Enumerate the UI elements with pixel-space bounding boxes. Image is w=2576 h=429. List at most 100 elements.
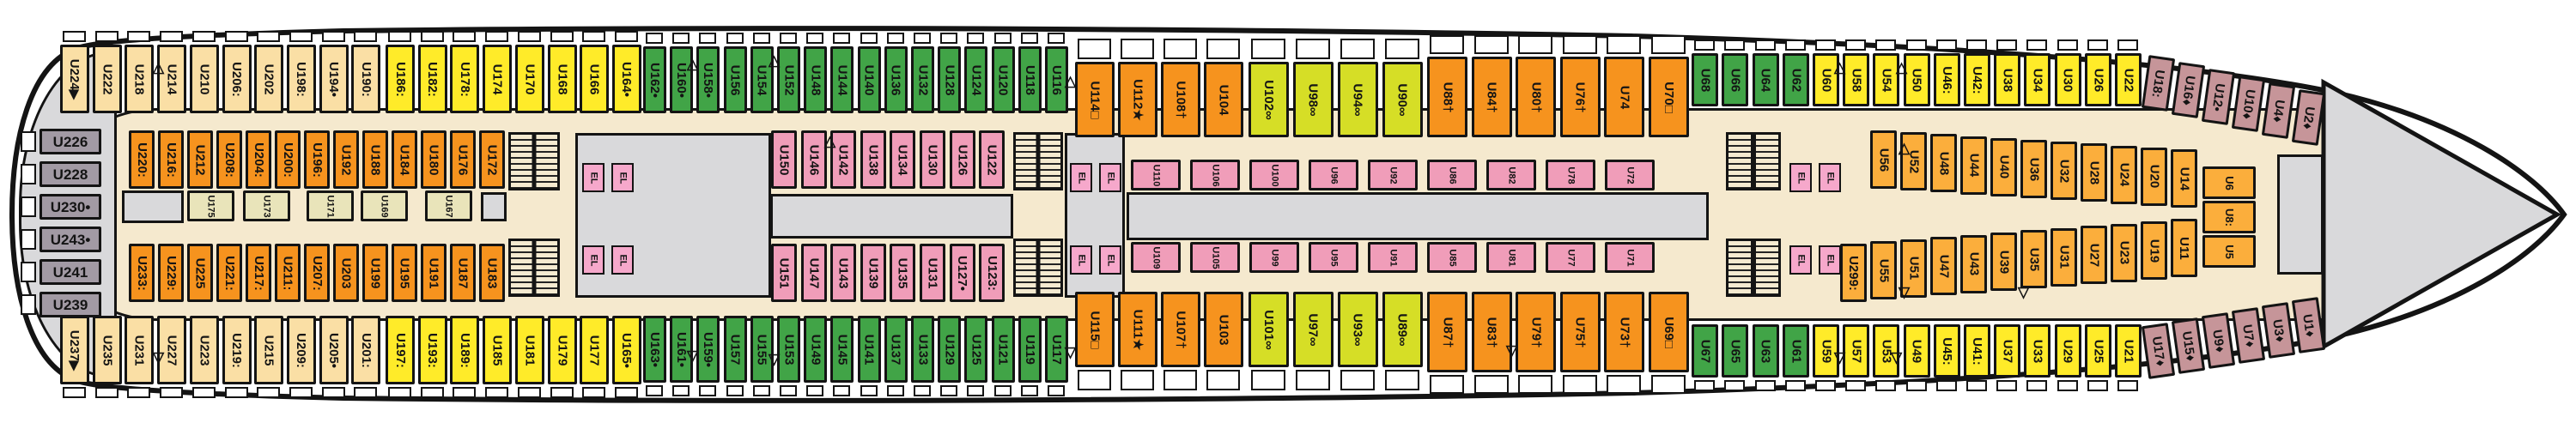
cabin-U108[interactable]: U108† xyxy=(1161,62,1200,137)
cabin-U179[interactable]: U179 xyxy=(547,316,577,384)
cabin-U5[interactable]: U5 xyxy=(2202,235,2256,268)
cabin-U178[interactable]: U178: xyxy=(450,45,480,113)
cabin-U27[interactable]: U27 xyxy=(2081,226,2107,285)
cabin-U227[interactable]: U227 xyxy=(157,316,187,384)
cabin-U22[interactable]: U22 xyxy=(2115,53,2142,106)
cabin-U145[interactable]: U145 xyxy=(830,316,854,383)
cabin-U30[interactable]: U30 xyxy=(2054,53,2081,106)
cabin-U73[interactable]: U73† xyxy=(1604,292,1644,372)
cabin-U62[interactable]: U62 xyxy=(1782,53,1809,106)
cabin-U34[interactable]: U34 xyxy=(2024,53,2051,106)
cabin-U224[interactable]: U224▶ xyxy=(60,45,89,113)
cabin-U97[interactable]: U97∞ xyxy=(1293,292,1334,367)
cabin-U184[interactable]: U184 xyxy=(392,130,417,189)
cabin-U89[interactable]: U89∞ xyxy=(1382,292,1423,367)
cabin-U181[interactable]: U181 xyxy=(514,316,544,384)
cabin-U123[interactable]: U123: xyxy=(979,244,1005,302)
cabin-U160[interactable]: U160• xyxy=(670,46,694,113)
cabin-U104[interactable]: U104 xyxy=(1204,62,1243,137)
cabin-U76[interactable]: U76† xyxy=(1559,57,1601,137)
cabin-U139[interactable]: U139 xyxy=(860,244,886,302)
cabin-U102[interactable]: U102∞ xyxy=(1249,62,1289,137)
cabin-U54[interactable]: U54 xyxy=(1873,53,1900,106)
cabin-U63[interactable]: U63 xyxy=(1752,324,1779,378)
cabin-U169[interactable]: U169 xyxy=(361,190,408,221)
cabin-U82[interactable]: U82 xyxy=(1486,160,1536,190)
cabin-U35[interactable]: U35 xyxy=(2020,230,2047,289)
cabin-U101[interactable]: U101∞ xyxy=(1249,292,1289,367)
cabin-U87[interactable]: U87† xyxy=(1427,292,1467,372)
cabin-U107[interactable]: U107† xyxy=(1161,292,1200,367)
cabin-U50[interactable]: U50 xyxy=(1903,53,1930,106)
cabin-U141[interactable]: U141 xyxy=(857,316,881,383)
cabin-U195[interactable]: U195 xyxy=(392,244,417,302)
cabin-U216[interactable]: U216: xyxy=(158,130,184,189)
cabin-U77[interactable]: U77 xyxy=(1546,242,1595,273)
cabin-U223[interactable]: U223 xyxy=(189,316,219,384)
cabin-U171[interactable]: U171 xyxy=(307,190,354,221)
cabin-U92[interactable]: U92 xyxy=(1368,160,1418,190)
cabin-U149[interactable]: U149 xyxy=(804,316,828,383)
cabin-U155[interactable]: U155 xyxy=(750,316,774,383)
cabin-U103[interactable]: U103 xyxy=(1204,292,1243,367)
cabin-U19[interactable]: U19 xyxy=(2141,221,2167,280)
cabin-U231[interactable]: U231 xyxy=(125,316,155,384)
cabin-U134[interactable]: U134 xyxy=(890,130,916,189)
cabin-U48[interactable]: U48 xyxy=(1930,134,1957,193)
cabin-U176[interactable]: U176 xyxy=(450,130,476,189)
cabin-U157[interactable]: U157 xyxy=(723,316,747,383)
cabin-U158[interactable]: U158• xyxy=(696,46,720,113)
cabin-U143[interactable]: U143 xyxy=(830,244,857,302)
cabin-U114[interactable]: U114□ xyxy=(1075,62,1115,137)
cabin-U115[interactable]: U115□ xyxy=(1075,292,1115,367)
cabin-U133[interactable]: U133 xyxy=(911,316,934,383)
cabin-U119[interactable]: U119 xyxy=(1018,316,1042,383)
cabin-U146[interactable]: U146 xyxy=(800,130,827,189)
cabin-U243[interactable]: U243• xyxy=(39,227,101,252)
cabin-U225[interactable]: U225 xyxy=(187,244,213,302)
cabin-U209[interactable]: U209: xyxy=(286,316,316,384)
cabin-U194[interactable]: U194• xyxy=(319,45,349,113)
cabin-U88[interactable]: U88† xyxy=(1427,57,1467,137)
cabin-U31[interactable]: U31 xyxy=(2050,227,2077,287)
cabin-U229[interactable]: U229: xyxy=(158,244,184,302)
cabin-U188[interactable]: U188 xyxy=(362,130,388,189)
cabin-U21[interactable]: U21 xyxy=(2115,324,2142,378)
cabin-U192[interactable]: U192 xyxy=(333,130,359,189)
cabin-U156[interactable]: U156 xyxy=(723,46,747,113)
cabin-U11[interactable]: U11 xyxy=(2171,219,2197,278)
cabin-U55[interactable]: U55 xyxy=(1870,241,1897,300)
cabin-U42[interactable]: U42: xyxy=(1964,53,1990,106)
cabin-U72[interactable]: U72 xyxy=(1605,160,1655,190)
cabin-U204[interactable]: U204: xyxy=(246,130,271,189)
cabin-U68[interactable]: U68 xyxy=(1692,53,1718,106)
cabin-U138[interactable]: U138 xyxy=(860,130,886,189)
cabin-U46[interactable]: U46: xyxy=(1933,53,1960,106)
cabin-U14[interactable]: U14 xyxy=(2171,149,2197,208)
cabin-U228[interactable]: U228 xyxy=(39,161,101,187)
cabin-U205[interactable]: U205• xyxy=(319,316,349,384)
cabin-U60[interactable]: U60 xyxy=(1813,53,1839,106)
cabin-U106[interactable]: U106 xyxy=(1190,160,1240,190)
cabin-U162[interactable]: U162• xyxy=(643,46,666,113)
cabin-U56[interactable]: U56 xyxy=(1870,130,1897,189)
cabin-U153[interactable]: U153 xyxy=(777,316,800,383)
cabin-U98[interactable]: U98∞ xyxy=(1293,62,1334,137)
cabin-U84[interactable]: U84† xyxy=(1471,57,1512,137)
cabin-U40[interactable]: U40 xyxy=(1990,137,2017,196)
cabin-U200[interactable]: U200: xyxy=(275,130,301,189)
cabin-U36[interactable]: U36 xyxy=(2020,140,2047,198)
cabin-U159[interactable]: U159• xyxy=(696,316,720,383)
cabin-U127[interactable]: U127• xyxy=(949,244,975,302)
cabin-U187[interactable]: U187 xyxy=(450,244,476,302)
cabin-U135[interactable]: U135 xyxy=(890,244,916,302)
cabin-U23[interactable]: U23 xyxy=(2111,223,2137,282)
cabin-U164[interactable]: U164• xyxy=(611,45,641,113)
cabin-U33[interactable]: U33 xyxy=(2024,324,2051,378)
cabin-U233[interactable]: U233: xyxy=(129,244,155,302)
cabin-U93[interactable]: U93∞ xyxy=(1338,292,1378,367)
cabin-U29[interactable]: U29 xyxy=(2054,324,2081,378)
cabin-U212[interactable]: U212 xyxy=(187,130,213,189)
cabin-U185[interactable]: U185 xyxy=(483,316,513,384)
cabin-U112[interactable]: U112★ xyxy=(1118,62,1157,137)
